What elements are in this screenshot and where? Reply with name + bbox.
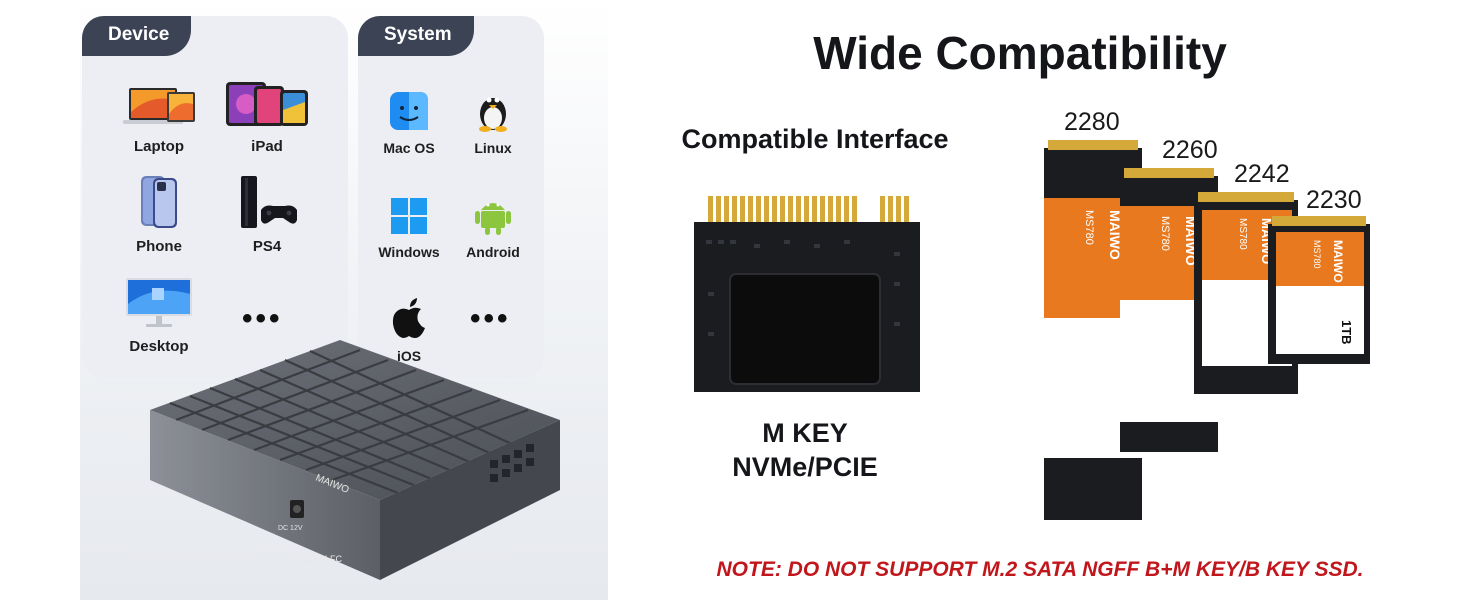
ssd-2230-capacity: 1TB (1339, 320, 1354, 345)
device-item-phone: Phone (104, 168, 214, 255)
ssd-2280-brand: MAIWO (1107, 210, 1123, 260)
device-item-ipad: iPad (212, 68, 322, 155)
apple-icon (392, 298, 425, 338)
mkey-connector-image (694, 196, 920, 392)
system-tab: System (358, 16, 474, 56)
system-item-linux: Linux (448, 70, 538, 156)
laptop-icon (123, 88, 195, 124)
android-icon (475, 203, 511, 235)
ssd-enclosure-image: DC 12V MAIWO CE UK FC (150, 340, 560, 580)
system-more-dots: ••• (470, 302, 511, 335)
device-tab: Device (82, 16, 192, 56)
system-label-windows: Windows (378, 244, 440, 260)
size-label-2260: 2260 (1162, 136, 1218, 164)
device-item-laptop: Laptop (104, 68, 214, 155)
ps4-icon (241, 176, 297, 228)
size-label-2280: 2280 (1064, 108, 1120, 136)
system-label-android: Android (466, 244, 520, 260)
desktop-icon (126, 278, 192, 327)
svg-text:CE UK FC: CE UK FC (300, 554, 343, 564)
system-label-ios: iOS (396, 348, 422, 364)
ipad-icon (226, 82, 308, 126)
device-more-dots: ••• (242, 302, 283, 335)
ssd-sizes-group: 2280 2260 2242 2230 MAIWO MS780 MAIWO MS… (1030, 100, 1430, 530)
ssd-2280-model: MS780 (1083, 210, 1095, 245)
ssd-cards-image: MAIWO MS780 MAIWO MS780 MAIWO MS780 (1044, 140, 1370, 520)
mkey-label: M KEY (762, 418, 848, 448)
ssd-2230-brand: MAIWO (1331, 240, 1345, 283)
system-item-windows: Windows (364, 174, 454, 260)
system-card: System Mac OS Linux (358, 16, 544, 378)
device-item-desktop: Desktop (104, 268, 214, 355)
ssd-2260-model: MS780 (1159, 216, 1171, 251)
nvme-label: NVMe/PCIE (732, 452, 878, 482)
size-label-2230: 2230 (1306, 186, 1362, 214)
system-label-linux: Linux (474, 140, 512, 156)
device-label-desktop: Desktop (129, 338, 189, 355)
device-label-ipad: iPad (251, 138, 283, 155)
macos-icon (390, 92, 428, 130)
size-label-2242: 2242 (1234, 160, 1290, 188)
ssd-2242-model: MS780 (1237, 218, 1248, 250)
device-label-phone: Phone (136, 238, 182, 255)
ssd-2230: MAIWO MS780 1TB (1268, 216, 1370, 364)
device-card: Device Laptop (82, 16, 348, 378)
device-item-ps4: PS4 (212, 168, 322, 255)
system-label-macos: Mac OS (383, 140, 435, 156)
interface-title: Compatible Interface (681, 124, 949, 154)
enclosure-port-label: DC 12V (278, 525, 303, 532)
windows-icon (391, 198, 427, 234)
ssd-2230-model: MS780 (1312, 240, 1322, 269)
system-item-ios: iOS (364, 278, 454, 364)
compatibility-note: NOTE: DO NOT SUPPORT M.2 SATA NGFF B+M K… (716, 558, 1364, 581)
linux-icon (479, 97, 507, 132)
system-item-macos: Mac OS (364, 70, 454, 156)
system-item-android: Android (448, 174, 538, 260)
device-label-laptop: Laptop (134, 138, 184, 155)
device-label-ps4: PS4 (252, 238, 282, 255)
phone-icon (141, 176, 177, 228)
main-title: Wide Compatibility (813, 27, 1227, 79)
